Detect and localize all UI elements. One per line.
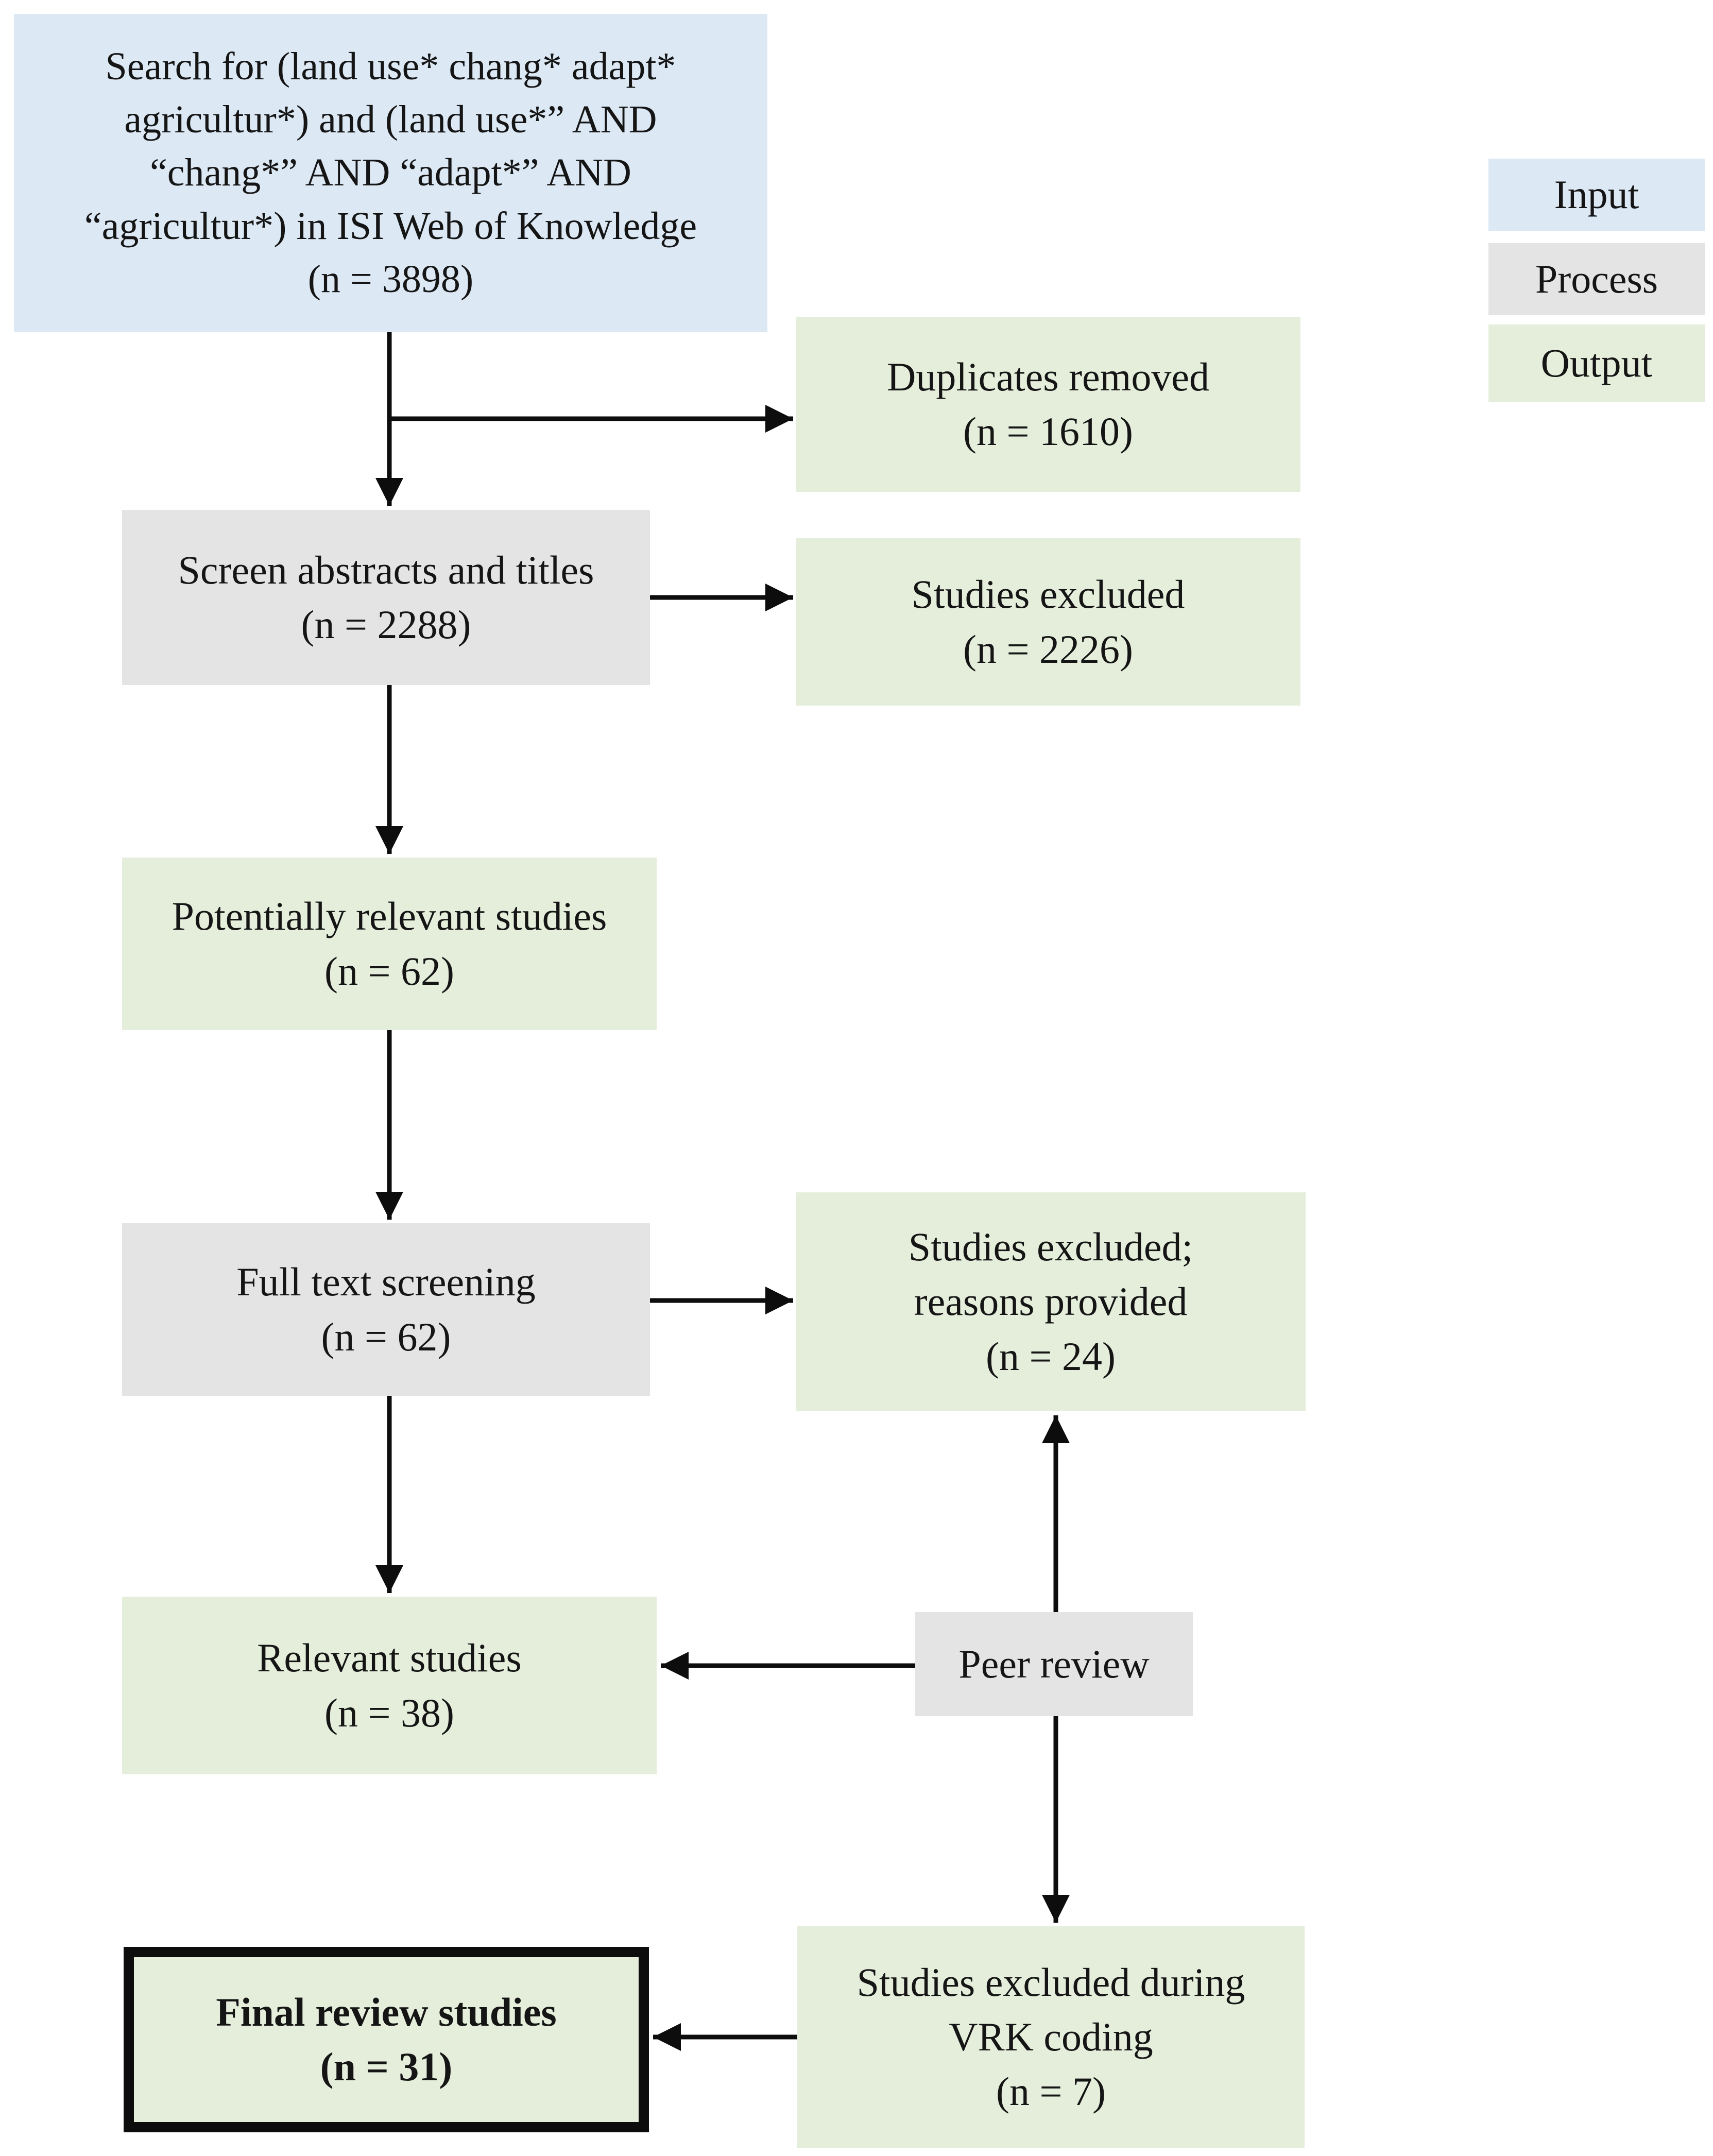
box-peer-review: Peer review <box>915 1612 1193 1716</box>
box-studies-excluded-reasons-count: (n = 24) <box>986 1333 1116 1379</box>
legend-output-label: Output <box>1540 340 1653 385</box>
box-full-text-screening: Full text screening (n = 62) <box>122 1223 650 1396</box>
legend-item-input: Input <box>1488 159 1705 231</box>
box-relevant-studies-count: (n = 38) <box>324 1690 454 1735</box>
box-studies-excluded-screening: Studies excluded (n = 2226) <box>796 538 1300 706</box>
box-final-review-studies-count: (n = 31) <box>320 2044 453 2089</box>
legend-item-output: Output <box>1488 324 1705 402</box>
legend-input-label: Input <box>1554 172 1639 217</box>
box-search-query: Search for (land use* chang* adapt* agri… <box>14 14 767 332</box>
box-final-review-studies-label: Final review studies <box>216 1989 557 2034</box>
box-final-review-studies: Final review studies (n = 31) <box>124 1947 649 2132</box>
box-studies-excluded-screening-count: (n = 2226) <box>963 626 1133 672</box>
box-search-query-label: Search for (land use* chang* adapt* agri… <box>84 44 697 248</box>
box-full-text-screening-count: (n = 62) <box>321 1314 451 1359</box>
box-studies-excluded-vrk: Studies excluded during VRK coding (n = … <box>797 1926 1305 2148</box>
box-full-text-screening-label: Full text screening <box>236 1259 536 1305</box>
box-duplicates-removed-label: Duplicates removed <box>887 354 1209 399</box>
box-potentially-relevant: Potentially relevant studies (n = 62) <box>122 858 657 1030</box>
box-studies-excluded-reasons-label: Studies excluded; reasons provided <box>908 1224 1193 1324</box>
box-screen-abstracts-count: (n = 2288) <box>301 602 471 647</box>
box-potentially-relevant-label: Potentially relevant studies <box>172 894 607 939</box>
box-duplicates-removed: Duplicates removed (n = 1610) <box>796 317 1300 492</box>
box-search-query-count: (n = 3898) <box>307 258 474 301</box>
legend-process-label: Process <box>1535 256 1658 301</box>
box-studies-excluded-reasons: Studies excluded; reasons provided (n = … <box>796 1192 1306 1411</box>
box-potentially-relevant-count: (n = 62) <box>324 948 454 994</box>
box-peer-review-label: Peer review <box>958 1641 1150 1686</box>
box-screen-abstracts: Screen abstracts and titles (n = 2288) <box>122 510 650 685</box>
box-relevant-studies: Relevant studies (n = 38) <box>122 1597 657 1774</box>
box-screen-abstracts-label: Screen abstracts and titles <box>178 547 594 592</box>
box-relevant-studies-label: Relevant studies <box>257 1635 522 1681</box>
legend-item-process: Process <box>1488 243 1705 315</box>
box-studies-excluded-vrk-label: Studies excluded during VRK coding <box>856 1959 1245 2059</box>
box-studies-excluded-vrk-count: (n = 7) <box>996 2069 1106 2114</box>
box-duplicates-removed-count: (n = 1610) <box>963 409 1133 454</box>
box-studies-excluded-screening-label: Studies excluded <box>911 572 1185 617</box>
